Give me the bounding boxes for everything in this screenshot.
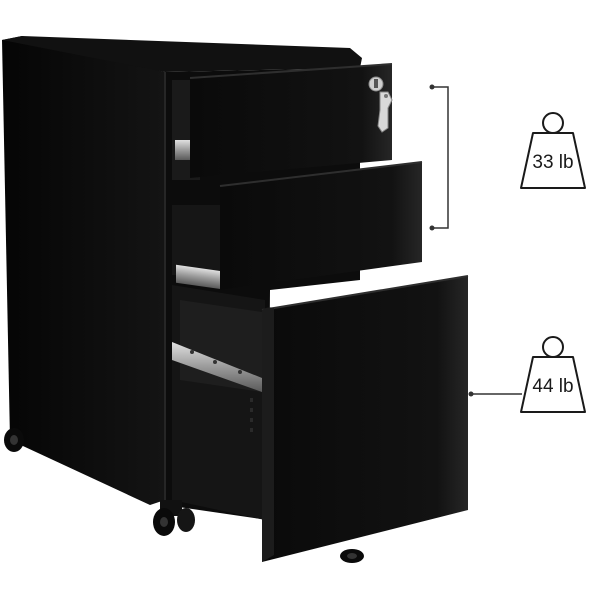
drawer-middle: [220, 162, 422, 290]
weight-label-upper: 33 lb: [532, 152, 573, 173]
lock-icon: [368, 76, 393, 133]
drawer-bottom: [262, 276, 468, 562]
cabinet-top: [2, 36, 362, 72]
weight-icon: [520, 112, 586, 189]
weight-label-lower: 44 lb: [532, 376, 573, 397]
drawer-rail-upper: [175, 140, 190, 160]
drawer-rail-bottom: [172, 342, 262, 392]
capacity-bracket-upper: [429, 84, 449, 231]
cabinet-side-panel: [2, 36, 165, 505]
caster-wheel-left: [4, 428, 24, 452]
capacity-connector-lower: [468, 391, 522, 397]
caster-wheel-front: [153, 500, 195, 536]
drawer-cavity-middle: [172, 205, 225, 275]
drawer-rail-middle: [176, 264, 222, 290]
weight-icon: [520, 336, 586, 413]
caster-wheel-drawer: [340, 549, 364, 563]
drawer-top: [190, 64, 392, 178]
